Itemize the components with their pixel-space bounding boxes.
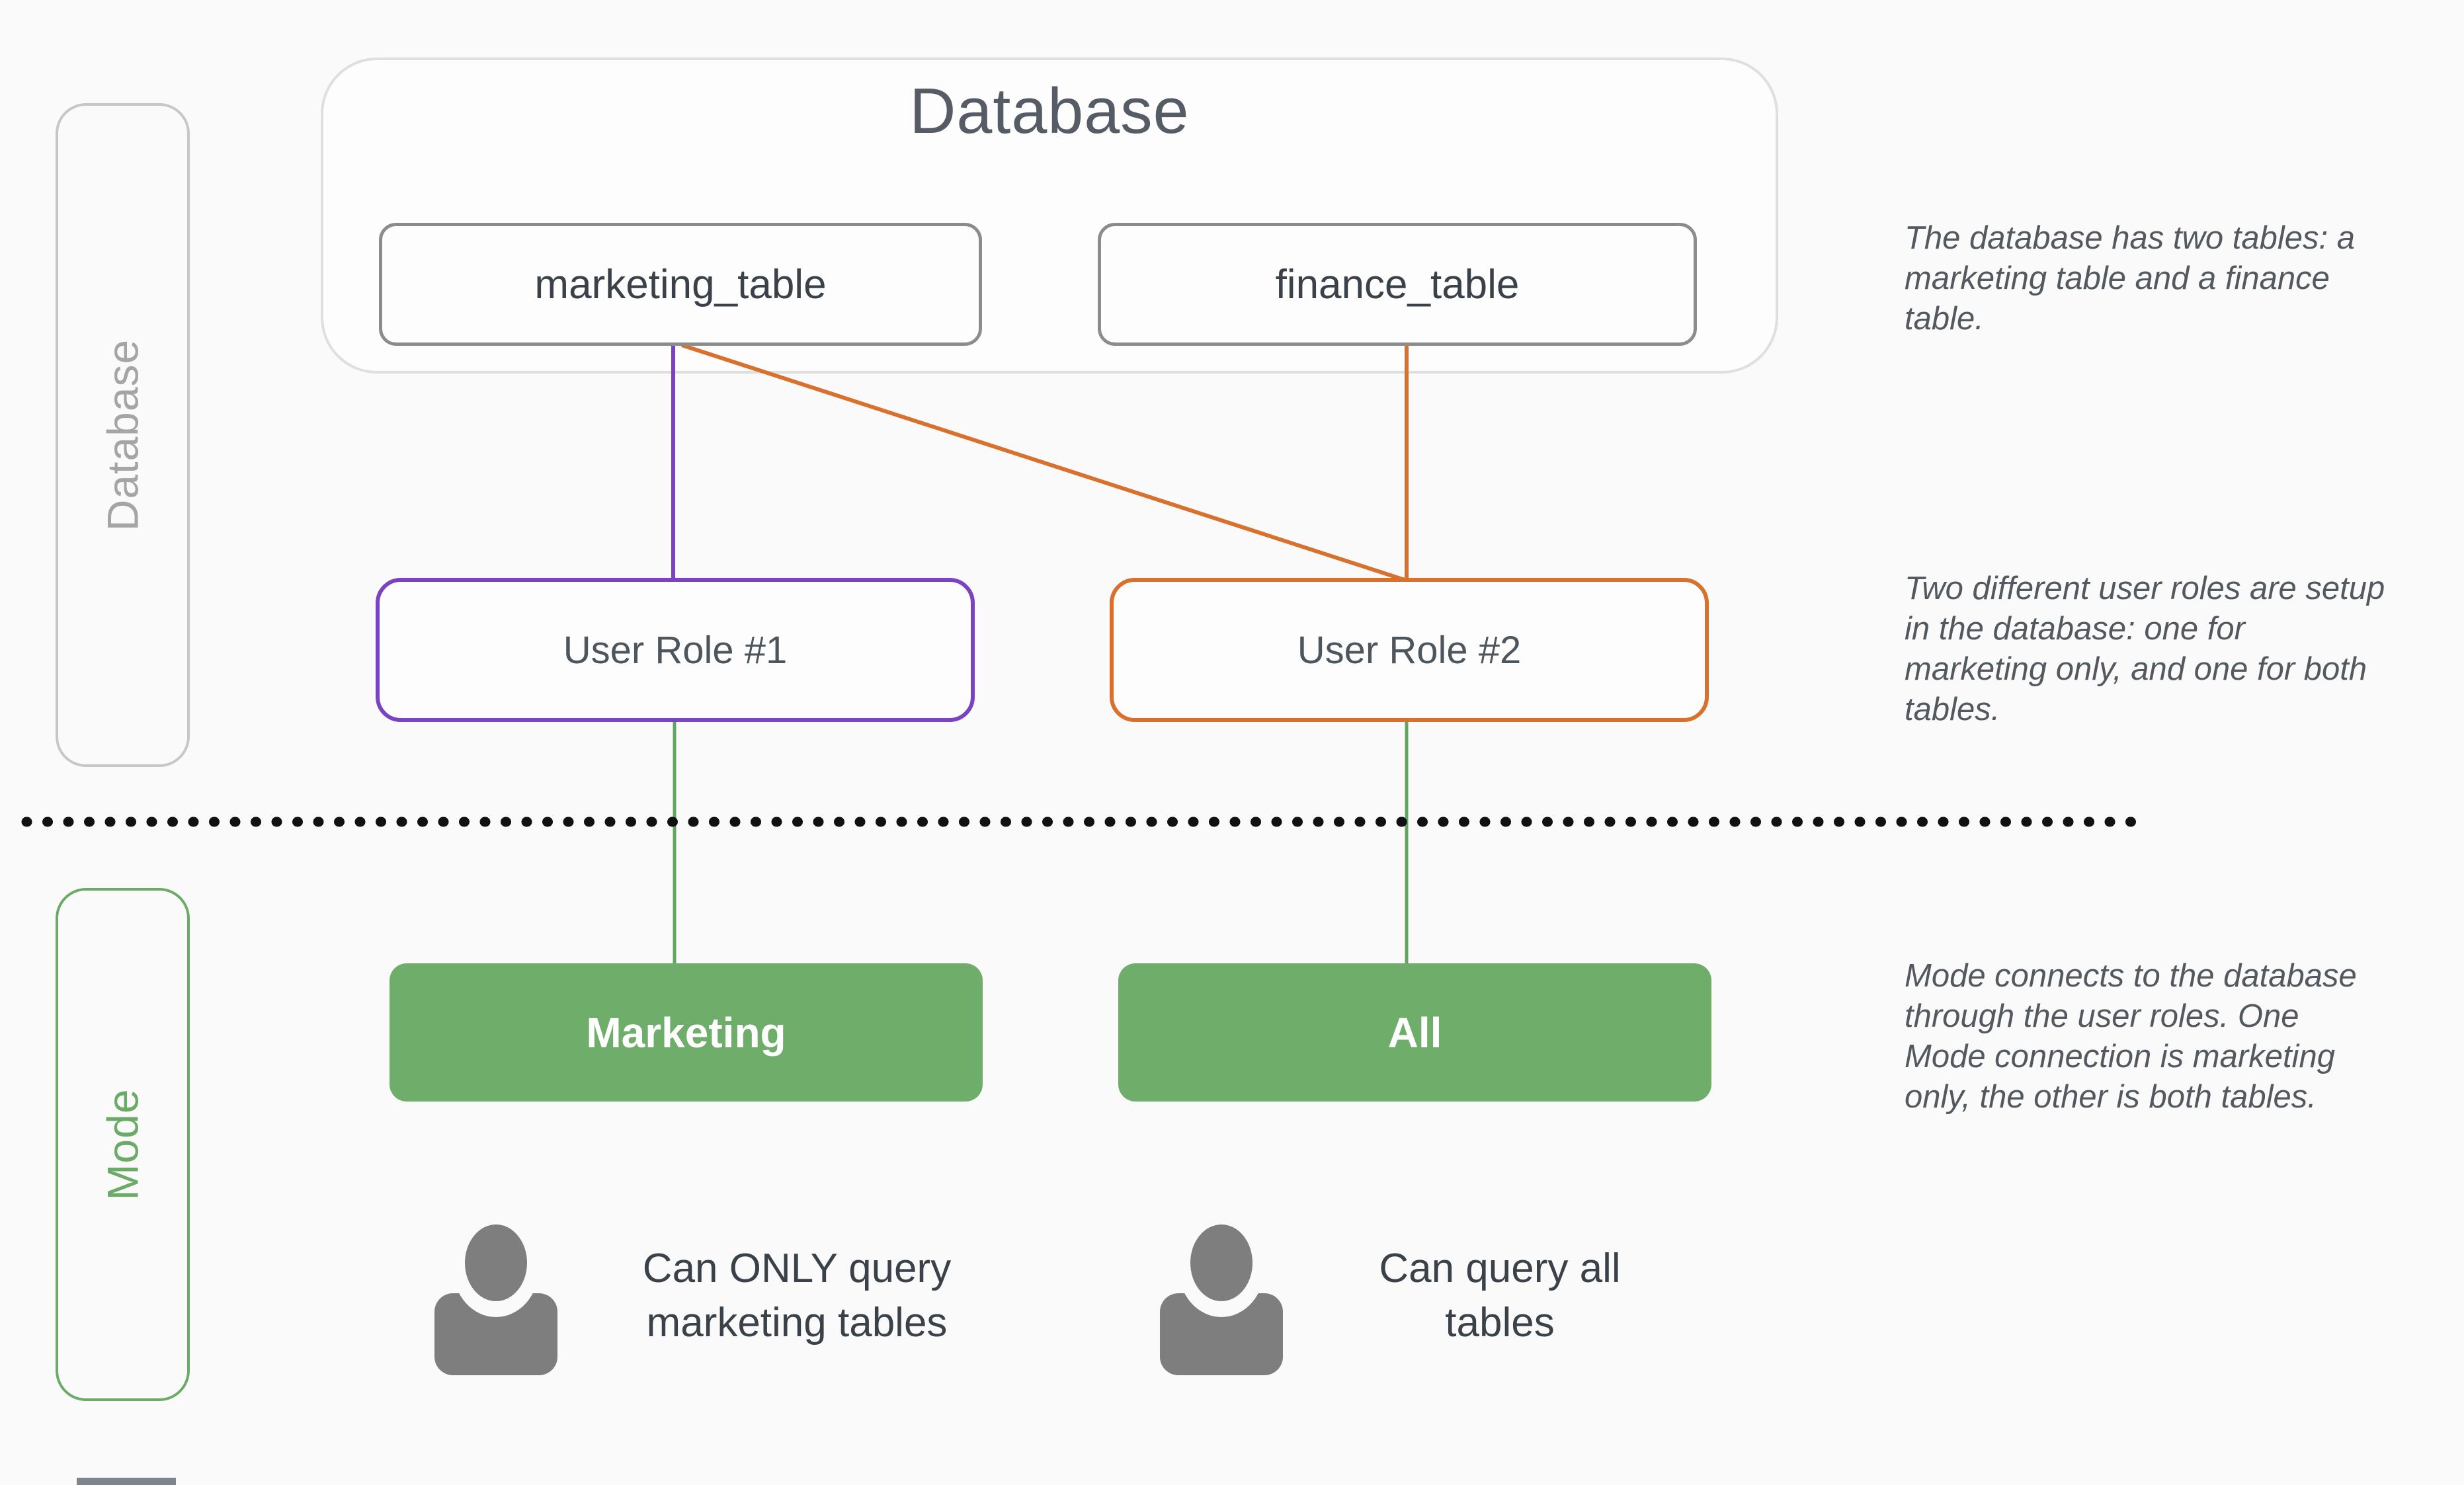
user-role-1-box: User Role #1 (376, 578, 975, 722)
annotation-mode-connections: Mode connects to the database through th… (1905, 958, 2357, 1115)
person-icon (1160, 1221, 1283, 1375)
person-icon (434, 1221, 557, 1375)
sidebar-mode-group: Mode (56, 888, 190, 1401)
user-role-2-box: User Role #2 (1110, 578, 1709, 722)
sidebar-database-label: Database (98, 339, 147, 532)
annotation-user-roles: Two different user roles are setup in th… (1905, 571, 2385, 727)
all-connection-button: All (1118, 963, 1711, 1102)
database-container-title: Database (909, 75, 1190, 147)
connector-marketing-table-to-role2 (681, 343, 1407, 582)
sidebar-database-group: Database (56, 103, 190, 767)
sidebar-mode-label: Mode (98, 1088, 147, 1201)
role2-permissions-caption: Can query all tables (1379, 1246, 1621, 1345)
role1-permissions-caption: Can ONLY query marketing tables (642, 1246, 952, 1345)
bottom-left-gray-strip (77, 1478, 176, 1485)
marketing-connection-button: Marketing (390, 963, 983, 1102)
finance-table-box: finance_table (1098, 223, 1697, 346)
marketing-table-box: marketing_table (379, 223, 982, 346)
annotation-database-tables: The database has two tables: a marketing… (1905, 220, 2355, 337)
